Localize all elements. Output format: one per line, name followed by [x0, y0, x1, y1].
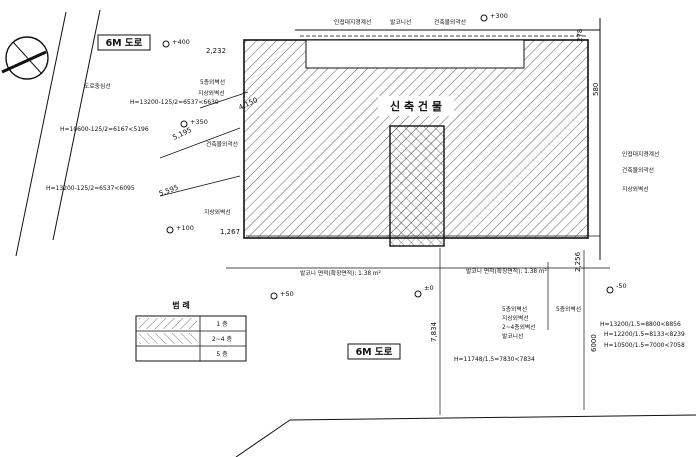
level-top-center: +300	[490, 12, 508, 20]
legend-row-3: 5 층	[216, 350, 228, 358]
note-bottom-right-3: 2~4층외벽선	[502, 323, 536, 331]
road-top-label: 6M 도로	[106, 38, 143, 49]
road-bottom-label: 6M 도로	[356, 347, 393, 358]
formula-left-1: H=13200-125/2=6537<6630	[130, 99, 219, 106]
building-footprint: 신 축 건 물	[243, 39, 589, 247]
legend-swatch-3	[139, 348, 197, 359]
note-left-4: 건축물외곽선	[206, 140, 238, 148]
level-left-mid: +350	[190, 118, 208, 126]
legend-title: 범 례	[172, 300, 190, 310]
dim-left-diag-2: 5,195	[171, 126, 193, 142]
legend: 범 례 1 층 2~4 층 5 층	[135, 300, 247, 362]
legend-swatch-2	[139, 333, 197, 344]
note-right-1: 인접대지경계선	[622, 150, 659, 158]
note-bottom-right-4: 발코니선	[502, 332, 523, 340]
level-bottom-left: +50	[280, 290, 294, 298]
dim-left-bottom: 1,267	[220, 228, 240, 236]
note-left-3: 지상외벽선	[198, 89, 225, 97]
dim-right-mid: 580	[592, 83, 600, 96]
building-name: 신 축 건 물	[390, 99, 442, 113]
note-left-1: 도로중심선	[84, 82, 111, 90]
dim-top: 2,232	[206, 47, 226, 55]
legend-swatch-1	[139, 318, 197, 329]
legend-row-2: 2~4 층	[212, 335, 233, 343]
formula-right-3: H=10500/1.5=7000<7058	[604, 342, 685, 349]
formula-right-2: H=12200/1.5=8133<8239	[604, 331, 685, 338]
formula-left-2: H=10600-125/2=6167<5196	[60, 126, 149, 133]
level-bottom-right: -50	[616, 282, 627, 290]
legend-row-1: 1 층	[216, 320, 228, 328]
dim-left-diag-3: 5,595	[158, 184, 180, 198]
dim-top-right: 278	[576, 29, 584, 42]
note-left-5: 지상외벽선	[204, 208, 231, 216]
formula-left-3: H=13200-125/2=6537<6095	[46, 185, 135, 192]
level-top-left: +400	[172, 38, 190, 46]
level-markers: +400 +300 +350 +100 +50 ±0 -50	[162, 12, 627, 300]
note-left-2: 5층외벽선	[200, 78, 225, 86]
note-balcony-right: 발코니 면적(확장면적): 1.38 m²	[466, 267, 547, 275]
note-balcony-left: 발코니 면적(확장면적): 1.38 m²	[300, 269, 381, 277]
road-labels: 6M 도로 6M 도로	[97, 34, 401, 360]
dim-bottom-right-vert2: 6000	[590, 334, 598, 352]
note-bottom-right-2: 지상외벽선	[502, 314, 529, 322]
annotation-notes: 인접대지경계선 발코니선 건축물외곽선 도로중심선 5층외벽선 지상외벽선 건축…	[84, 18, 659, 340]
north-arrow-icon	[1, 36, 49, 80]
note-top-3: 건축물외곽선	[434, 18, 466, 26]
level-bottom-center: ±0	[424, 284, 434, 292]
site-boundary-lines	[15, 9, 696, 457]
level-left-low: +100	[176, 224, 194, 232]
dim-bottom-right-vert: 2,256	[574, 251, 582, 272]
note-bottom-right-5: 5층외벽선	[556, 305, 581, 313]
note-top-1: 인접대지경계선	[334, 18, 371, 26]
formula-right-1: H=13200/1.5=8800<8856	[600, 321, 681, 328]
note-bottom-right-1: 5층외벽선	[502, 305, 527, 313]
dim-bottom-center-vert: 7,834	[430, 321, 438, 342]
height-formulas: H=13200-125/2=6537<6630 H=10600-125/2=61…	[46, 99, 685, 363]
formula-bottom-center: H=11748/1.5=7830<7834	[454, 356, 535, 363]
note-right-2: 건축물외곽선	[622, 166, 654, 174]
note-top-2: 발코니선	[390, 18, 411, 26]
note-right-3: 지상외벽선	[622, 185, 649, 193]
